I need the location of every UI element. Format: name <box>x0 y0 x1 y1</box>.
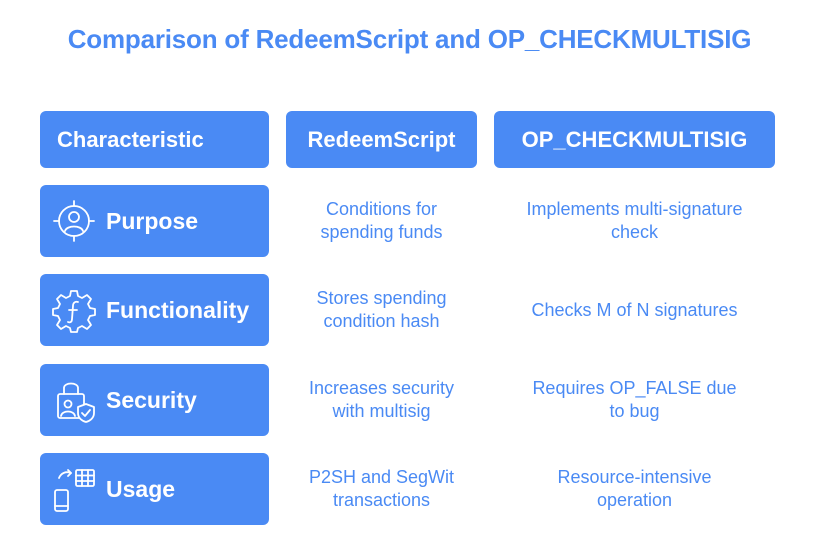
header-redeemscript: RedeemScript <box>286 111 477 168</box>
row-label-text: Functionality <box>106 296 250 323</box>
cell-redeemscript-security: Increases security with multisig <box>308 378 455 421</box>
header-characteristic: Characteristic <box>40 111 269 168</box>
header-op-checkmultisig: OP_CHECKMULTISIG <box>494 111 775 168</box>
cell-op-checkmultisig-purpose: Implements multi-signature check <box>526 199 743 242</box>
lock-shield-icon <box>50 376 98 424</box>
header-redeemscript-label: RedeemScript <box>307 126 456 152</box>
cell-redeemscript-purpose: Conditions for spending funds <box>320 199 443 242</box>
user-target-icon <box>50 197 98 245</box>
cell-redeemscript-usage: P2SH and SegWit transactions <box>308 467 455 510</box>
header-op-checkmultisig-label: OP_CHECKMULTISIG <box>521 126 748 152</box>
device-table-icon <box>50 465 98 513</box>
row-label-security: Security <box>40 364 269 436</box>
header-characteristic-label: Characteristic <box>57 126 204 152</box>
page-title: Comparison of RedeemScript and OP_CHECKM… <box>67 24 752 54</box>
row-label-text: Purpose <box>106 207 199 234</box>
function-gear-icon <box>50 286 98 334</box>
row-label-purpose: Purpose <box>40 185 269 257</box>
cell-op-checkmultisig-functionality: Checks M of N signatures <box>531 299 738 320</box>
row-label-text: Security <box>106 386 197 413</box>
row-label-usage: Usage <box>40 453 269 525</box>
cell-op-checkmultisig-usage: Resource-intensive operation <box>557 467 712 510</box>
cell-redeemscript-functionality: Stores spending condition hash <box>316 288 447 331</box>
row-label-functionality: Functionality <box>40 274 269 346</box>
cell-op-checkmultisig-security: Requires OP_FALSE due to bug <box>532 378 737 421</box>
row-label-text: Usage <box>106 475 176 502</box>
